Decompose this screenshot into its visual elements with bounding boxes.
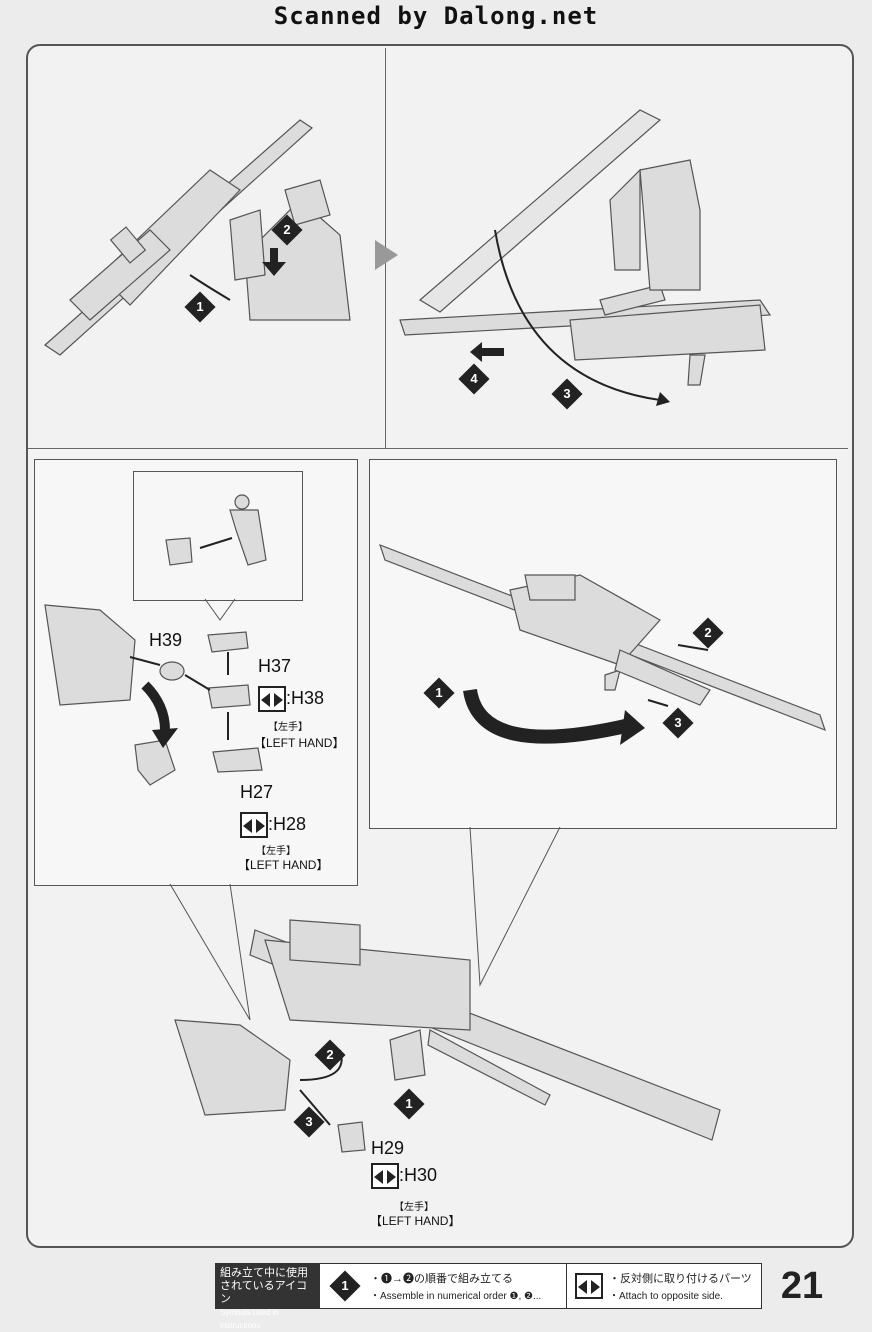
attach-opposite-side-icon — [371, 1163, 399, 1189]
slide-arrow-body — [478, 348, 504, 356]
part-label-h28: :H28 — [240, 812, 306, 838]
legend-heading-jp: 組み立て中に使用されているアイコン — [220, 1267, 308, 1305]
part-label-h37: H37 — [258, 656, 292, 676]
legend-heading-en: Symbols used in instructions — [220, 1308, 279, 1330]
curved-arrow-hand-box — [141, 681, 170, 731]
symbols-legend: 組み立て中に使用されているアイコン Symbols used in instru… — [215, 1263, 762, 1330]
step-2-marker-top-left: 2 — [271, 214, 303, 246]
step-3-marker-bottom: 3 — [293, 1106, 325, 1138]
hand-parts-illustration — [44, 604, 263, 786]
step-3-marker-detail-box: 3 — [662, 707, 694, 739]
numbered-step-icon: 1 — [329, 1270, 361, 1302]
panel-divider-horizontal — [28, 448, 848, 449]
page-number: 21 — [780, 1265, 824, 1307]
rotate-arrow-detail-box — [463, 688, 632, 744]
swing-arrow-top-right — [494, 229, 661, 401]
attach-opposite-side-icon — [575, 1273, 603, 1299]
next-step-arrow — [375, 240, 398, 270]
part-label-h27: H27 — [240, 782, 274, 802]
mecha-shoulder-illustration-top-left — [229, 179, 351, 321]
rifle-illustration-top-left — [44, 119, 313, 356]
part-label-h38: :H38 — [258, 686, 324, 712]
step-2-marker-detail-box: 2 — [692, 617, 724, 649]
legend-order-jp: ・❶→❷の順番で組み立てる — [370, 1273, 513, 1285]
part-label-h30: :H30 — [371, 1163, 437, 1189]
figure-inset-box — [133, 471, 303, 601]
rifle-illustration-bottom — [249, 919, 721, 1141]
figure-inset-illustration — [165, 494, 267, 566]
scan-watermark-banner: Scanned by Dalong.net — [273, 2, 599, 30]
legend-separator — [566, 1264, 567, 1308]
hand-en-label-1: 【LEFT HAND】 — [254, 736, 345, 750]
part-label-h39: H39 — [149, 630, 183, 650]
rifle-illustration-top-right — [399, 109, 772, 386]
hand-en-label-3: 【LEFT HAND】 — [370, 1214, 461, 1228]
step-1-marker-detail-box: 1 — [423, 677, 455, 709]
step-3-marker-top-right: 3 — [551, 378, 583, 410]
rotate-arrow-top-left — [189, 274, 231, 301]
rifle-illustration-detail-box — [379, 543, 826, 732]
step-1-marker-top-left: 1 — [184, 291, 216, 323]
part-label-h29: H29 — [371, 1138, 405, 1158]
step-2-marker-bottom: 2 — [314, 1039, 346, 1071]
legend-heading: 組み立て中に使用されているアイコン Symbols used in instru… — [216, 1264, 320, 1330]
legend-order-en: ・Assemble in numerical order ❶, ❷... — [370, 1291, 542, 1302]
callout-right-box — [469, 826, 561, 987]
callout-inset — [204, 598, 236, 621]
hand-en-label-2: 【LEFT HAND】 — [238, 858, 329, 872]
step-4-marker-top-right: 4 — [458, 363, 490, 395]
hand-jp-label-2: 【左手】 — [256, 846, 296, 857]
hand-illustration-bottom — [174, 1019, 366, 1153]
attach-opposite-side-icon — [240, 812, 268, 838]
attach-opposite-side-icon — [258, 686, 286, 712]
legend-numerical-order: 1 ・❶→❷の順番で組み立てる ・Assemble in numerical o… — [326, 1264, 566, 1308]
step-1-marker-bottom: 1 — [393, 1088, 425, 1120]
hand-jp-label-1: 【左手】 — [268, 722, 308, 733]
legend-attach-jp: ・反対側に取り付けるパーツ — [609, 1273, 752, 1285]
hand-jp-label-3: 【左手】 — [394, 1202, 434, 1213]
legend-attach-en: ・Attach to opposite side. — [609, 1291, 723, 1302]
legend-attach-opposite: ・反対側に取り付けるパーツ ・Attach to opposite side. — [571, 1264, 759, 1308]
push-arrow-body — [270, 248, 278, 264]
callout-left-box — [169, 883, 251, 1021]
